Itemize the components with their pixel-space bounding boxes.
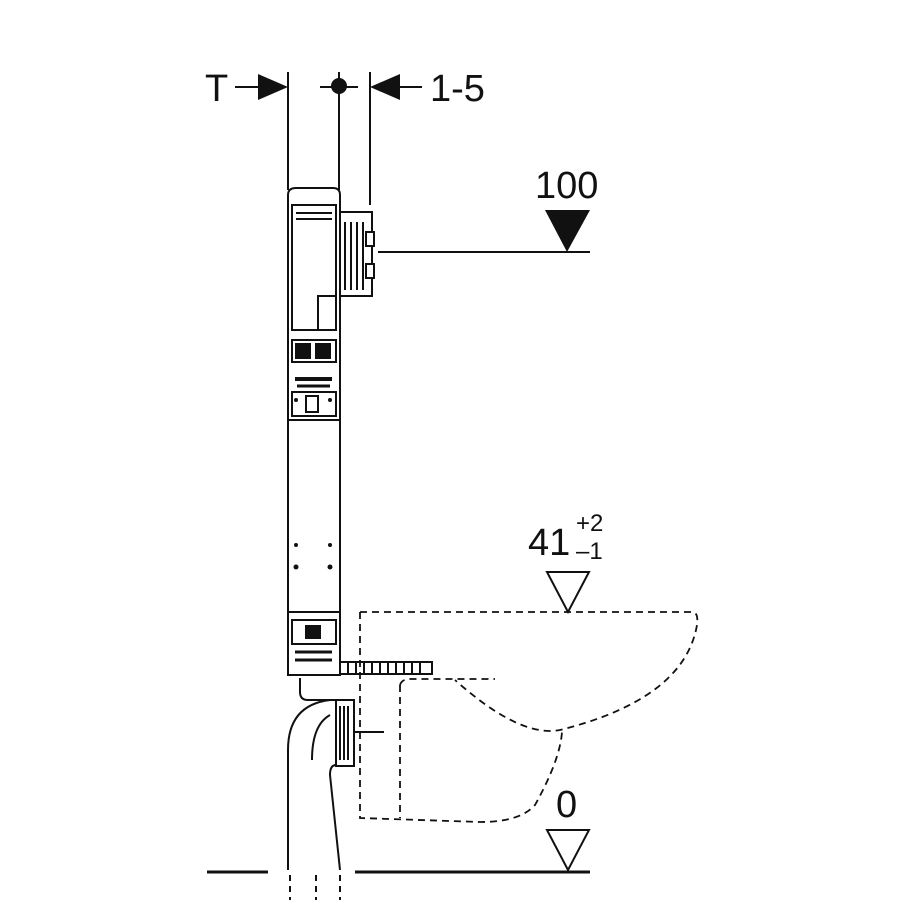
frame-holes: [293, 398, 333, 570]
flush-height-label: 100: [535, 165, 599, 207]
adjustment-label: 1-5: [430, 68, 485, 110]
level-marker-0: [545, 829, 591, 873]
wc-outline: [359, 611, 699, 823]
drain-bend: [287, 678, 384, 871]
arrow-right-icon: [258, 74, 288, 100]
mounting-bolt: [339, 661, 433, 675]
seat-height-label: 41: [528, 522, 571, 564]
installation-frame: [287, 187, 375, 676]
wall-thickness-label: T: [205, 68, 229, 110]
seat-tolerance-minus: –1: [576, 538, 603, 565]
seat-tolerance-plus: +2: [576, 510, 604, 537]
level-marker-41: [545, 571, 591, 615]
level-marker-100: [545, 210, 590, 252]
pipe-below-floor: [289, 875, 341, 900]
center-dot-icon: [331, 78, 347, 94]
arrow-left-icon: [370, 74, 400, 100]
floor-level-label: 0: [556, 784, 578, 826]
